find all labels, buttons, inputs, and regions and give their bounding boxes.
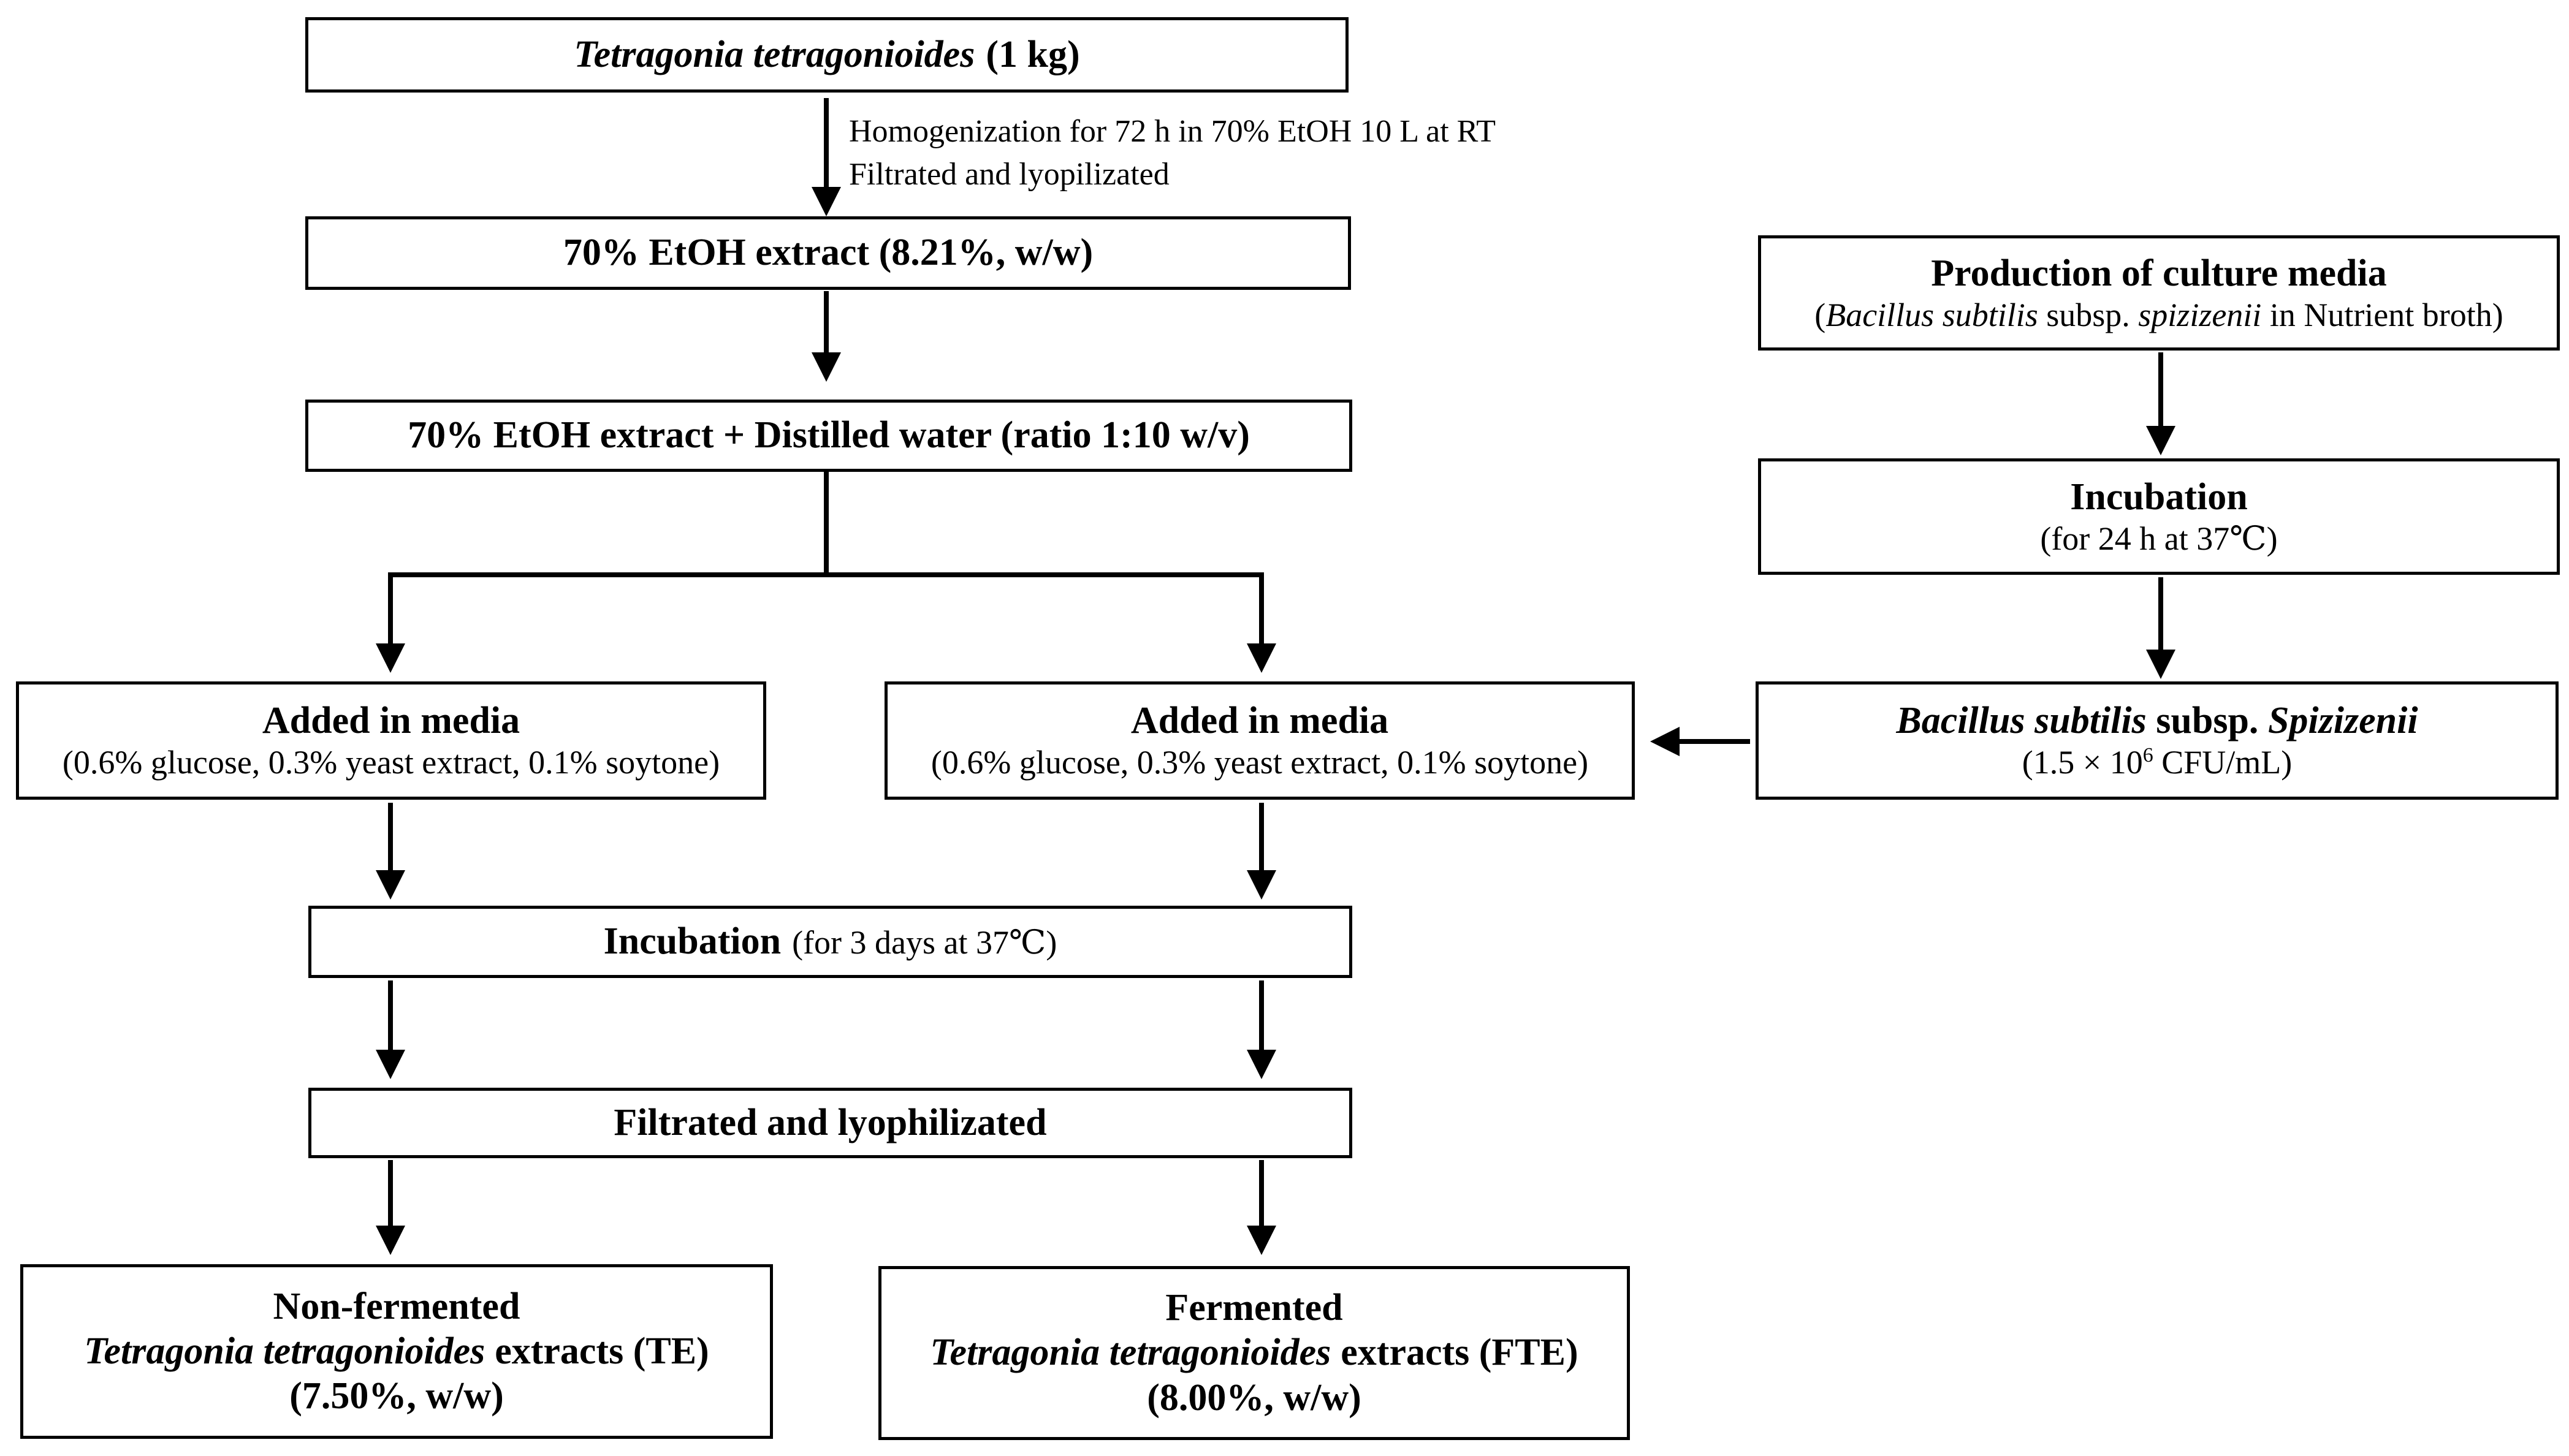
culture-media-box: Production of culture media (Bacillus su… [1758,235,2560,351]
culture-organism: Bacillus subtilis [1825,296,2038,333]
bacillus-strain: Spizizenii [2267,700,2418,742]
incubation-main-title: Incubation [603,920,782,963]
media-right-detail: (0.6% glucose, 0.3% yeast extract, 0.1% … [931,744,1589,781]
note-line-1: Homogenization for 72 h in 70% EtOH 10 L… [849,114,1496,149]
bacillus-organism: Bacillus subtilis [1896,700,2147,742]
start-species: Tetragonia tetragonioides [574,33,975,75]
bacillus-count-suffix: CFU/mL) [2153,744,2293,781]
note-line-2: Filtrated and lyopilizated [849,157,1170,192]
homogenization-note: Homogenization for 72 h in 70% EtOH 10 L… [849,110,1496,196]
culture-open-paren: ( [1814,296,1826,333]
start-material-box: Tetragonia tetragonioides (1 kg) [305,17,1349,93]
result-te-box: Non-fermented Tetragonia tetragonioides … [20,1264,773,1439]
result-fte-line1: Fermented [1165,1287,1343,1329]
incubation-main-box: Incubation (for 3 days at 37℃) [308,906,1352,978]
culture-subsp: subsp. [2046,296,2130,333]
incubation-main-detail: (for 3 days at 37℃) [792,924,1057,961]
media-left-title: Added in media [262,700,520,742]
ethanol-extract-label: 70% EtOH extract (8.21%, w/w) [563,232,1094,274]
result-fte-suffix: extracts (FTE) [1341,1332,1578,1374]
bacillus-box: Bacillus subtilis subsp. Spizizenii (1.5… [1756,681,2559,800]
culture-rest: in Nutrient broth) [2269,296,2503,333]
result-fte-species: Tetragonia tetragonioides [930,1332,1331,1374]
incubation-culture-detail: (for 24 h at 37℃) [2040,520,2278,557]
result-fte-box: Fermented Tetragonia tetragonioides extr… [878,1266,1630,1440]
extract-water-label: 70% EtOH extract + Distilled water (rati… [408,414,1250,457]
media-right-title: Added in media [1130,700,1389,742]
extract-water-box: 70% EtOH extract + Distilled water (rati… [305,400,1352,472]
filtration-label: Filtrated and lyophilizated [614,1101,1047,1143]
culture-strain: spizizenii [2138,296,2262,333]
culture-media-detail: (Bacillus subtilis subsp. spizizenii in … [1814,296,2503,335]
bacillus-subsp: subsp. [2156,700,2259,742]
incubation-culture-title: Incubation [2070,476,2248,518]
bacillus-count: (1.5 × 106 CFU/mL) [2022,743,2292,783]
filtration-box: Filtrated and lyophilizated [308,1088,1352,1158]
start-amount: (1 kg) [986,33,1080,75]
culture-media-title: Production of culture media [1931,252,2387,294]
ethanol-extract-box: 70% EtOH extract (8.21%, w/w) [305,216,1351,290]
bacillus-count-exponent: 6 [2142,744,2153,767]
incubation-culture-box: Incubation (for 24 h at 37℃) [1758,458,2560,575]
media-left-detail: (0.6% glucose, 0.3% yeast extract, 0.1% … [62,744,720,781]
bacillus-count-prefix: (1.5 × 10 [2022,744,2143,781]
result-te-yield: (7.50%, w/w) [289,1375,504,1417]
result-te-line1: Non-fermented [273,1285,520,1327]
media-right-box: Added in media (0.6% glucose, 0.3% yeast… [885,681,1635,800]
result-te-species: Tetragonia tetragonioides [84,1330,485,1372]
result-fte-yield: (8.00%, w/w) [1147,1376,1361,1419]
media-left-box: Added in media (0.6% glucose, 0.3% yeast… [16,681,766,800]
result-te-suffix: extracts (TE) [495,1330,709,1372]
bacillus-title: Bacillus subtilis subsp. Spizizenii [1896,699,2418,743]
